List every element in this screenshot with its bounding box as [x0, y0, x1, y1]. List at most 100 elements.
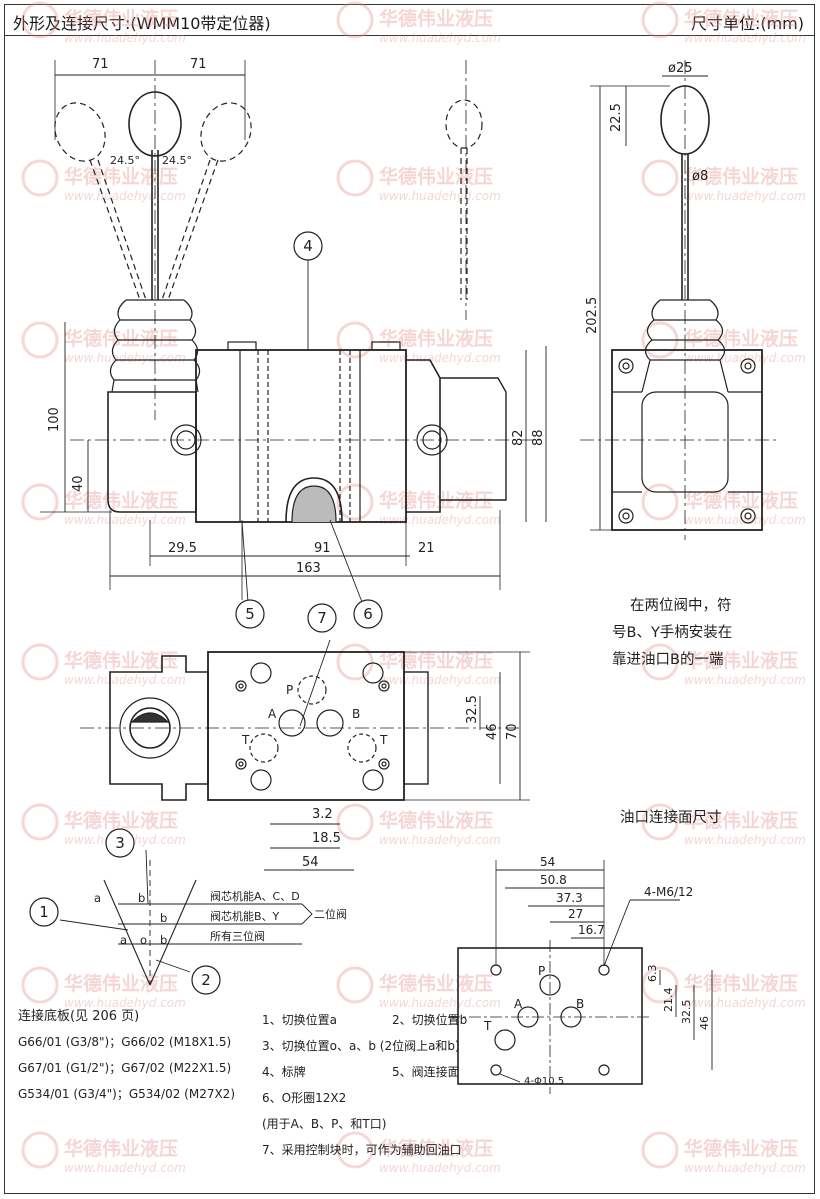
watermark-brand: 华德伟业液压	[379, 809, 493, 832]
watermark-logo-icon	[336, 483, 374, 521]
switch-a-top: a	[94, 891, 101, 905]
dim-88: 88	[531, 429, 546, 446]
switch-line-2: 阀芯机能B、Y	[210, 909, 280, 923]
watermark-brand: 华德伟业液压	[379, 649, 493, 672]
drawing-title: 外形及连接尺寸:(WMM10带定位器)	[13, 14, 271, 33]
dim-angle-left: 24.5°	[110, 154, 140, 167]
face-port-p: P	[538, 964, 545, 978]
port-dim-m6: 4-M6/12	[644, 885, 693, 899]
watermark-brand: 华德伟业液压	[684, 649, 798, 672]
port-dim-6-3: 6.3	[646, 965, 659, 983]
watermark-logo-icon	[336, 966, 374, 1004]
watermark-brand: 华德伟业液压	[379, 972, 493, 995]
watermark-brand: 华德伟业液压	[64, 1137, 178, 1160]
port-dim-16-7: 16.7	[578, 923, 605, 937]
dim-29-5: 29.5	[168, 541, 197, 556]
port-label-t2: T	[379, 733, 388, 747]
dim-40: 40	[71, 475, 86, 492]
face-port-t: T	[483, 1019, 492, 1033]
watermark-logo-icon	[641, 1131, 679, 1169]
dim-202-5: 202.5	[585, 297, 600, 334]
watermark-url: www.huadehyd.com	[684, 31, 806, 45]
note-line-2: 号B、Y手柄安装在	[612, 624, 732, 641]
watermark-logo-icon	[21, 483, 59, 521]
watermark-url: www.huadehyd.com	[379, 833, 501, 847]
callout-7: 7	[317, 609, 327, 627]
watermark-brand: 华德伟业液压	[64, 809, 178, 832]
port-dim-54: 54	[540, 855, 555, 869]
watermark-brand: 华德伟业液压	[64, 649, 178, 672]
subplate-2: G67/01 (G1/2")；G67/02 (M22X1.5)	[18, 1061, 231, 1075]
watermark-logo-icon	[336, 159, 374, 197]
watermark-url: www.huadehyd.com	[64, 513, 186, 527]
watermark-brand: 华德伟业液压	[684, 1137, 798, 1160]
watermark-brand: 华德伟业液压	[379, 1137, 493, 1160]
switch-a-low: a	[120, 933, 127, 947]
legend-2: 2、切换位置b	[392, 1012, 467, 1027]
dim-phi25: ø25	[668, 61, 693, 76]
subplate-3: G534/01 (G3/4")；G534/02 (M27X2)	[18, 1087, 235, 1101]
header-bar: 外形及连接尺寸:(WMM10带定位器) 尺寸单位:(mm)	[5, 5, 814, 36]
watermark-logo-icon	[336, 1, 374, 39]
switch-b-low: b	[160, 933, 167, 947]
watermark-logo-icon	[21, 966, 59, 1004]
dim-18-5: 18.5	[312, 831, 341, 846]
watermark-logo-icon	[336, 321, 374, 359]
watermark-url: www.huadehyd.com	[64, 351, 186, 365]
port-label-a: A	[268, 707, 277, 721]
watermark-url: www.huadehyd.com	[684, 833, 806, 847]
dim-46: 46	[485, 723, 500, 740]
port-face-title: 油口连接面尺寸	[620, 809, 722, 826]
switch-o: o	[140, 933, 147, 947]
watermark-url: www.huadehyd.com	[684, 996, 806, 1010]
watermark-brand: 华德伟业液压	[64, 972, 178, 995]
watermark-brand: 华德伟业液压	[379, 165, 493, 188]
watermark-brand: 华德伟业液压	[684, 165, 798, 188]
port-dim-50-8: 50.8	[540, 873, 567, 887]
dim-71-left: 71	[92, 57, 109, 72]
dim-71-right: 71	[190, 57, 207, 72]
watermark-url: www.huadehyd.com	[379, 996, 501, 1010]
watermark-url: www.huadehyd.com	[684, 351, 806, 365]
dim-22-5: 22.5	[609, 103, 624, 132]
port-label-b: B	[352, 707, 360, 721]
port-dim-21-4: 21.4	[662, 988, 675, 1013]
subplate-title: 连接底板(见 206 页)	[18, 1008, 139, 1024]
watermark-brand: 华德伟业液压	[379, 7, 493, 30]
port-dim-phi: 4-Φ10.5	[524, 1076, 564, 1087]
dim-angle-right: 24.5°	[162, 154, 192, 167]
callout-5: 5	[245, 605, 255, 623]
note-line-3: 靠进油口B的一端	[612, 651, 723, 668]
port-dim-46: 46	[698, 1016, 711, 1030]
watermark-logo-icon	[21, 803, 59, 841]
watermark-logo-icon	[336, 803, 374, 841]
dim-100: 100	[47, 407, 62, 432]
watermark-logo-icon	[641, 803, 679, 841]
face-port-a: A	[514, 997, 523, 1011]
port-label-t: T	[241, 733, 250, 747]
watermark-logo-icon	[21, 159, 59, 197]
dim-70: 70	[505, 723, 520, 740]
watermark-brand: 华德伟业液压	[64, 7, 178, 30]
watermark-url: www.huadehyd.com	[379, 351, 501, 365]
watermark-brand: 华德伟业液压	[64, 489, 178, 512]
note-line-1: 在两位阀中，符	[630, 597, 732, 614]
watermark-logo-icon	[641, 643, 679, 681]
watermark-brand: 华德伟业液压	[684, 489, 798, 512]
legend-5: 5、阀连接面	[392, 1064, 460, 1079]
watermark-url: www.huadehyd.com	[379, 1161, 501, 1175]
legend-6: 6、O形圈12X2	[262, 1091, 346, 1105]
port-label-p: P	[286, 683, 293, 697]
watermark-logo-icon	[21, 1131, 59, 1169]
watermark-logo-icon	[336, 643, 374, 681]
watermark-brand: 华德伟业液压	[379, 327, 493, 350]
watermark-url: www.huadehyd.com	[684, 189, 806, 203]
subplate-1: G66/01 (G3/8")；G66/02 (M18X1.5)	[18, 1035, 231, 1049]
switch-b-top: b	[138, 891, 145, 905]
dim-91: 91	[314, 541, 331, 556]
watermark-brand: 华德伟业液压	[684, 809, 798, 832]
dim-54: 54	[302, 855, 319, 870]
switch-two-pos: 二位阀	[314, 907, 347, 921]
watermark-logo-icon	[21, 321, 59, 359]
